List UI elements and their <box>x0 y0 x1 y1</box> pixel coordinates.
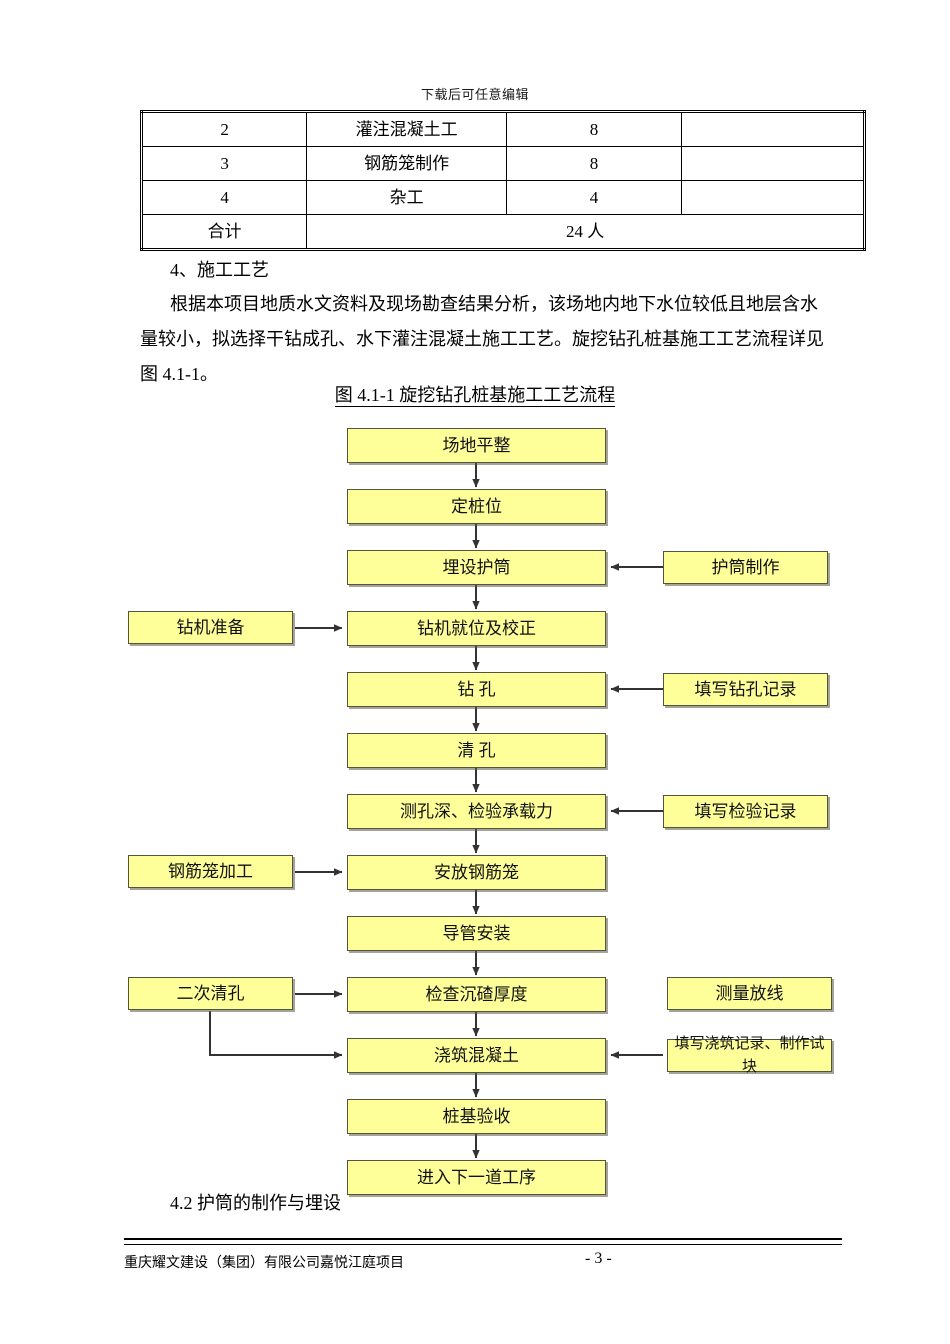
cell-no: 2 <box>140 111 308 147</box>
header-note: 下载后可任意编辑 <box>420 87 529 102</box>
flow-node-rebar-cage-fab[interactable]: 钢筋笼加工 <box>128 855 293 888</box>
footer-divider <box>124 1238 842 1245</box>
flow-node-casing-fab[interactable]: 护筒制作 <box>663 551 828 584</box>
flow-node-rig-preparation[interactable]: 钻机准备 <box>128 611 293 644</box>
staffing-table-wrapper: 2 灌注混凝土工 8 3 钢筋笼制作 8 4 杂工 4 合计 24 人 <box>140 110 868 251</box>
flow-node-survey-setout[interactable]: 测量放线 <box>667 977 832 1010</box>
flow-node-second-cleaning[interactable]: 二次清孔 <box>128 977 293 1010</box>
staffing-table: 2 灌注混凝土工 8 3 钢筋笼制作 8 4 杂工 4 合计 24 人 <box>140 110 866 251</box>
cell-remark <box>681 180 865 215</box>
table-row: 4 杂工 4 <box>140 180 865 215</box>
flow-node-rig-positioning[interactable]: 钻机就位及校正 <box>347 611 606 646</box>
flow-node-pour-record-label: 填写浇筑记录、制作试块 <box>674 1035 825 1075</box>
flow-node-rebar-cage-place[interactable]: 安放钢筋笼 <box>347 855 606 890</box>
cell-total-label: 合计 <box>140 214 308 250</box>
table-total-row: 合计 24 人 <box>140 214 865 250</box>
paragraph-line-2: 量较小，拟选择干钻成孔、水下灌注混凝土施工工艺。旋挖钻孔桩基施工工艺流程详见 <box>140 329 824 349</box>
flow-node-depth-bearing-test[interactable]: 测孔深、检验承载力 <box>347 794 606 829</box>
flow-node-concrete-pouring[interactable]: 浇筑混凝土 <box>347 1038 606 1073</box>
flow-node-drilling[interactable]: 钻 孔 <box>347 672 606 707</box>
flow-node-inspection-record[interactable]: 填写检验记录 <box>663 795 828 828</box>
cell-job: 灌注混凝土工 <box>306 111 508 147</box>
figure-caption: 图 4.1-1 旋挖钻孔桩基施工工艺流程 <box>0 381 950 407</box>
section-title: 4、施工工艺 <box>170 260 269 280</box>
cell-no: 3 <box>140 146 308 181</box>
flow-node-tremie-install[interactable]: 导管安装 <box>347 916 606 951</box>
cell-remark <box>681 111 865 147</box>
paragraph-line-3: 图 4.1-1。 <box>140 364 218 384</box>
cell-count: 8 <box>506 146 683 181</box>
paragraph-line-1: 根据本项目地质水文资料及现场勘查结果分析，该场地内地下水位较低且地层含水 <box>170 294 818 314</box>
table-row: 2 灌注混凝土工 8 <box>140 111 865 147</box>
flow-node-casing-embedding[interactable]: 埋设护筒 <box>347 550 606 585</box>
section-42-title: 4.2 护筒的制作与埋设 <box>170 1193 341 1213</box>
cell-count: 8 <box>506 111 683 147</box>
flow-node-sediment-check[interactable]: 检查沉碴厚度 <box>347 977 606 1012</box>
cell-no: 4 <box>140 180 308 215</box>
cell-total-value: 24 人 <box>306 214 865 250</box>
figure-caption-text: 图 4.1-1 旋挖钻孔桩基施工工艺流程 <box>334 385 616 407</box>
flow-node-hole-cleaning[interactable]: 清 孔 <box>347 733 606 768</box>
flow-node-drilling-record[interactable]: 填写钻孔记录 <box>663 673 828 706</box>
flow-node-pile-positioning[interactable]: 定桩位 <box>347 489 606 524</box>
footer-company: 重庆耀文建设（集团）有限公司嘉悦江庭项目 <box>124 1256 404 1271</box>
flow-node-pile-acceptance[interactable]: 桩基验收 <box>347 1099 606 1134</box>
footer-page-number: - 3 - <box>585 1250 612 1267</box>
flow-node-pour-record[interactable]: 填写浇筑记录、制作试块 <box>667 1036 832 1075</box>
flow-node-site-leveling[interactable]: 场地平整 <box>347 428 606 463</box>
flow-node-next-process[interactable]: 进入下一道工序 <box>347 1160 606 1195</box>
cell-job: 钢筋笼制作 <box>306 146 508 181</box>
